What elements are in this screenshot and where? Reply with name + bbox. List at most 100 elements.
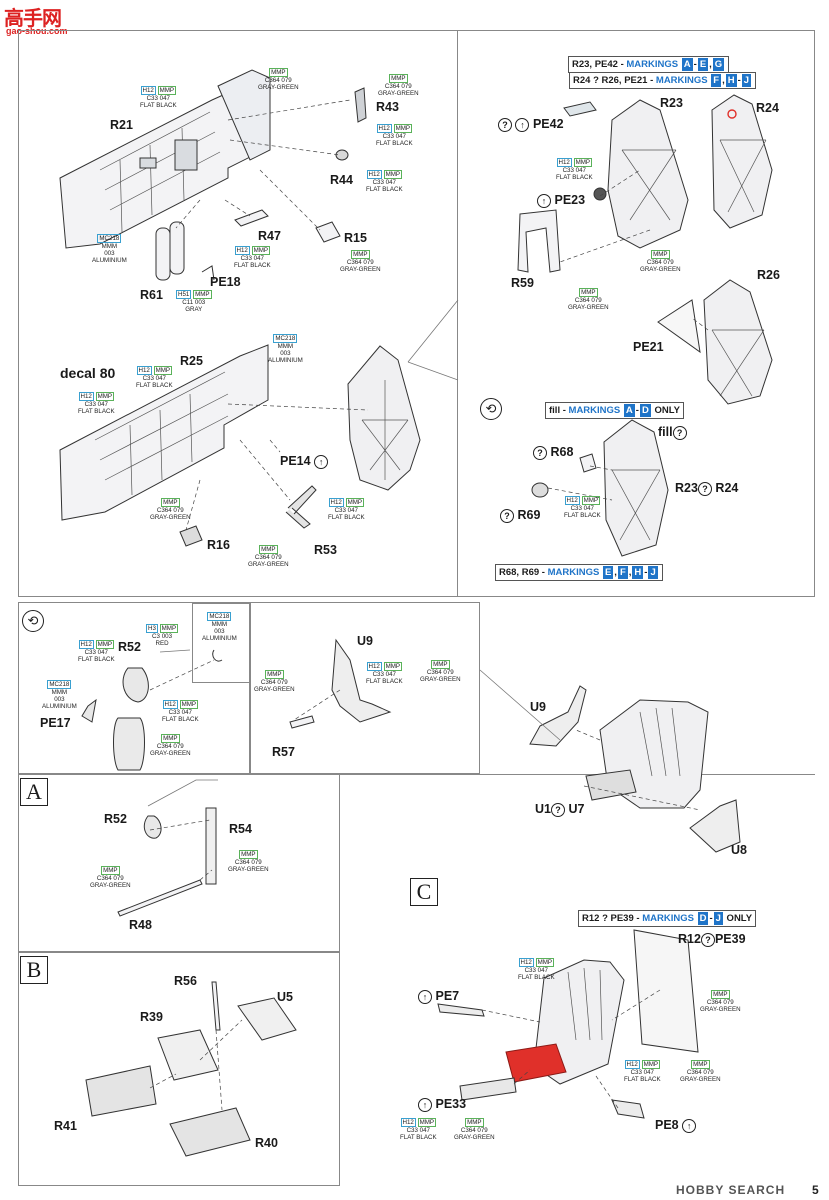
marking-letter: E	[602, 566, 614, 579]
part-label-u5: U5	[277, 990, 293, 1004]
r24-frame-part	[711, 94, 773, 229]
flip-icon-frames: ⟲	[480, 398, 502, 420]
part-label-r21: R21	[110, 118, 133, 132]
markings-note-r68-r69: R68, R69 - MARKINGS E,F,H-J	[495, 564, 663, 581]
markings-note-r23-pe42: R23, PE42 - MARKINGS A-E,G	[568, 56, 730, 73]
marking-sep: ,	[614, 567, 617, 578]
part-label-r53: R53	[314, 543, 337, 557]
u1-text: U1	[535, 802, 551, 816]
u8-bracket-part	[689, 799, 741, 853]
pe17-clip-part	[81, 698, 97, 723]
option-icon: ?	[697, 482, 712, 496]
hobby-search-watermark: HOBBY SEARCH	[676, 1183, 786, 1197]
part-label-r16: R16	[207, 538, 230, 552]
panel-aluminium-detail	[192, 603, 250, 683]
r48-rod-part	[117, 879, 203, 917]
markings-suffix: ONLY	[651, 405, 680, 416]
fill-frame-part	[603, 419, 669, 557]
marking-letter: E	[697, 58, 709, 71]
r47-block-part	[234, 209, 269, 227]
r23-text: R23	[675, 481, 698, 495]
markings-note-fill: fill - MARKINGS A-D ONLY	[545, 402, 684, 419]
markings-note-r12-pe39: R12 ? PE39 - MARKINGS D-J ONLY	[578, 910, 757, 927]
part-label-pe23: ↑ PE23	[537, 193, 585, 208]
marking-letter: F	[711, 74, 722, 87]
marking-sep: -	[644, 567, 648, 578]
panel-section-b	[18, 952, 340, 1186]
part-label-r54: R54	[229, 822, 252, 836]
pe7-strap-part	[437, 1003, 485, 1017]
part-label-pe17: PE17	[40, 716, 71, 730]
marking-sep: -	[635, 405, 639, 416]
marking-letter: D	[639, 404, 651, 417]
markings-prefix: R68, R69 -	[499, 567, 548, 578]
option-icon: ?	[533, 446, 547, 460]
r39-plate-part	[157, 1029, 219, 1081]
section-b-marker: B	[20, 956, 48, 984]
part-label-pe14: PE14 ↑	[280, 454, 329, 469]
r40-base-part	[169, 1107, 251, 1157]
rotate-icon: ↑	[682, 1119, 697, 1133]
r59-stand-part	[517, 209, 561, 273]
part-label-u9-top: U9	[357, 634, 373, 648]
marking-letter: J	[713, 912, 723, 925]
marking-letter: A	[623, 404, 635, 417]
part-label-pe7: ↑ PE7	[418, 989, 459, 1004]
markings-keyword: MARKINGS	[642, 913, 694, 924]
marking-sep: -	[693, 59, 697, 70]
markings-prefix: R24 ? R26, PE21 -	[573, 75, 656, 86]
markings-keyword: MARKINGS	[568, 405, 621, 416]
rotate-icon: ↑	[418, 990, 432, 1004]
pe39-armor-plate-part	[633, 929, 699, 1053]
part-label-r41: R41	[54, 1119, 77, 1133]
r61-bottle-part	[155, 227, 171, 281]
marking-sep: ,	[722, 75, 725, 86]
decal-label-80: decal 80	[60, 365, 116, 381]
part-label-r57: R57	[272, 745, 295, 759]
page-number: 5	[812, 1183, 819, 1197]
part-label-r43: R43	[376, 100, 399, 114]
rotate-icon: ↑	[515, 118, 530, 132]
pe7-text: PE7	[435, 989, 460, 1003]
flip-icon-harness: ⟲	[22, 610, 44, 632]
markings-suffix: ONLY	[723, 913, 753, 924]
part-label-r52-a: R52	[104, 812, 127, 826]
markings-note-r24-r26-pe21: R24 ? R26, PE21 - MARKINGS F,H-J	[569, 72, 757, 89]
part-label-u8: U8	[731, 843, 747, 857]
marking-letter: J	[741, 74, 752, 87]
option-icon: ?	[500, 509, 514, 523]
markings-prefix: R23, PE42 -	[572, 59, 627, 70]
part-label-r44: R44	[330, 173, 353, 187]
part-label-r52-top: R52	[118, 640, 141, 654]
pe42-text: PE42	[532, 117, 564, 131]
r68-text: R68	[550, 445, 574, 459]
part-label-u1-u7: U1? U7	[535, 802, 584, 817]
r12-text: R12	[678, 932, 701, 946]
pe8-strap-part	[611, 1099, 645, 1119]
marking-sep: ,	[628, 567, 632, 578]
marking-letter: H	[725, 74, 737, 87]
part-label-fill: fill?	[658, 425, 687, 440]
marking-sep: ,	[709, 59, 712, 70]
marking-letter: F	[617, 566, 628, 579]
part-label-pe42: ? ↑ PE42	[498, 117, 564, 132]
r69-text: R69	[517, 508, 541, 522]
section-a-marker: A	[20, 778, 48, 806]
part-label-pe21: PE21	[633, 340, 664, 354]
